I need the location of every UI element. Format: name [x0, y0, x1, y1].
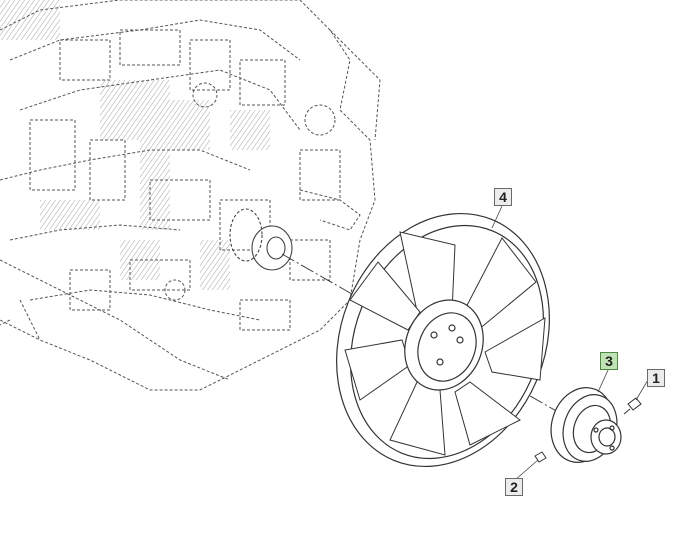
engine-detail-hatching [0, 0, 270, 290]
leader-lines [491, 205, 649, 481]
callout-4[interactable]: 4 [494, 188, 512, 206]
fan [336, 212, 550, 468]
bolt-1 [623, 397, 642, 415]
callout-3[interactable]: 3 [600, 352, 618, 370]
nut-2 [534, 451, 547, 463]
callout-1[interactable]: 1 [647, 369, 665, 387]
engine-pulley-hub [229, 208, 293, 271]
callout-2[interactable]: 2 [505, 478, 523, 496]
engine-block-outline [0, 0, 381, 391]
fan-drive [550, 387, 622, 463]
